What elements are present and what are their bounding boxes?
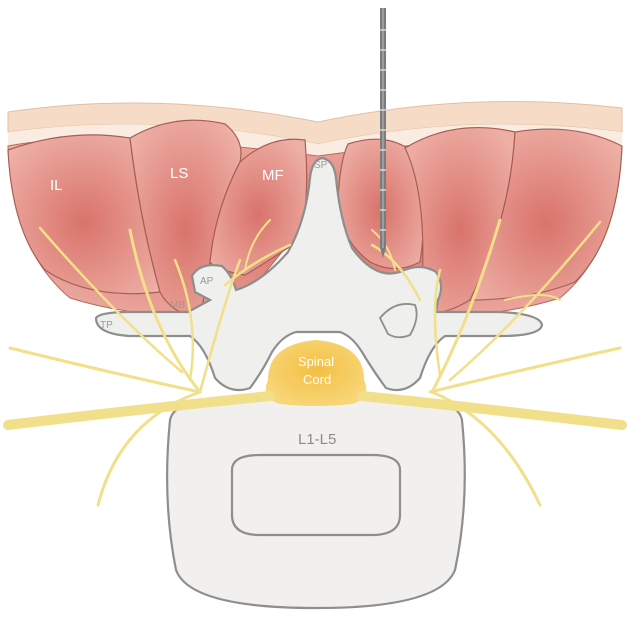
label-spinal: Spinal bbox=[298, 354, 334, 369]
label-vertebra: L1-L5 bbox=[298, 431, 336, 448]
label-mf: MF bbox=[262, 167, 284, 184]
label-sp: SP bbox=[314, 160, 328, 171]
label-tp: TP bbox=[100, 320, 113, 331]
label-ls: LS bbox=[170, 165, 188, 182]
needle bbox=[380, 8, 386, 258]
vertebral-body bbox=[167, 398, 465, 608]
label-ap: AP bbox=[200, 276, 214, 287]
label-mb: MB bbox=[170, 300, 185, 311]
label-il: IL bbox=[50, 177, 63, 194]
label-cord: Cord bbox=[303, 372, 331, 387]
